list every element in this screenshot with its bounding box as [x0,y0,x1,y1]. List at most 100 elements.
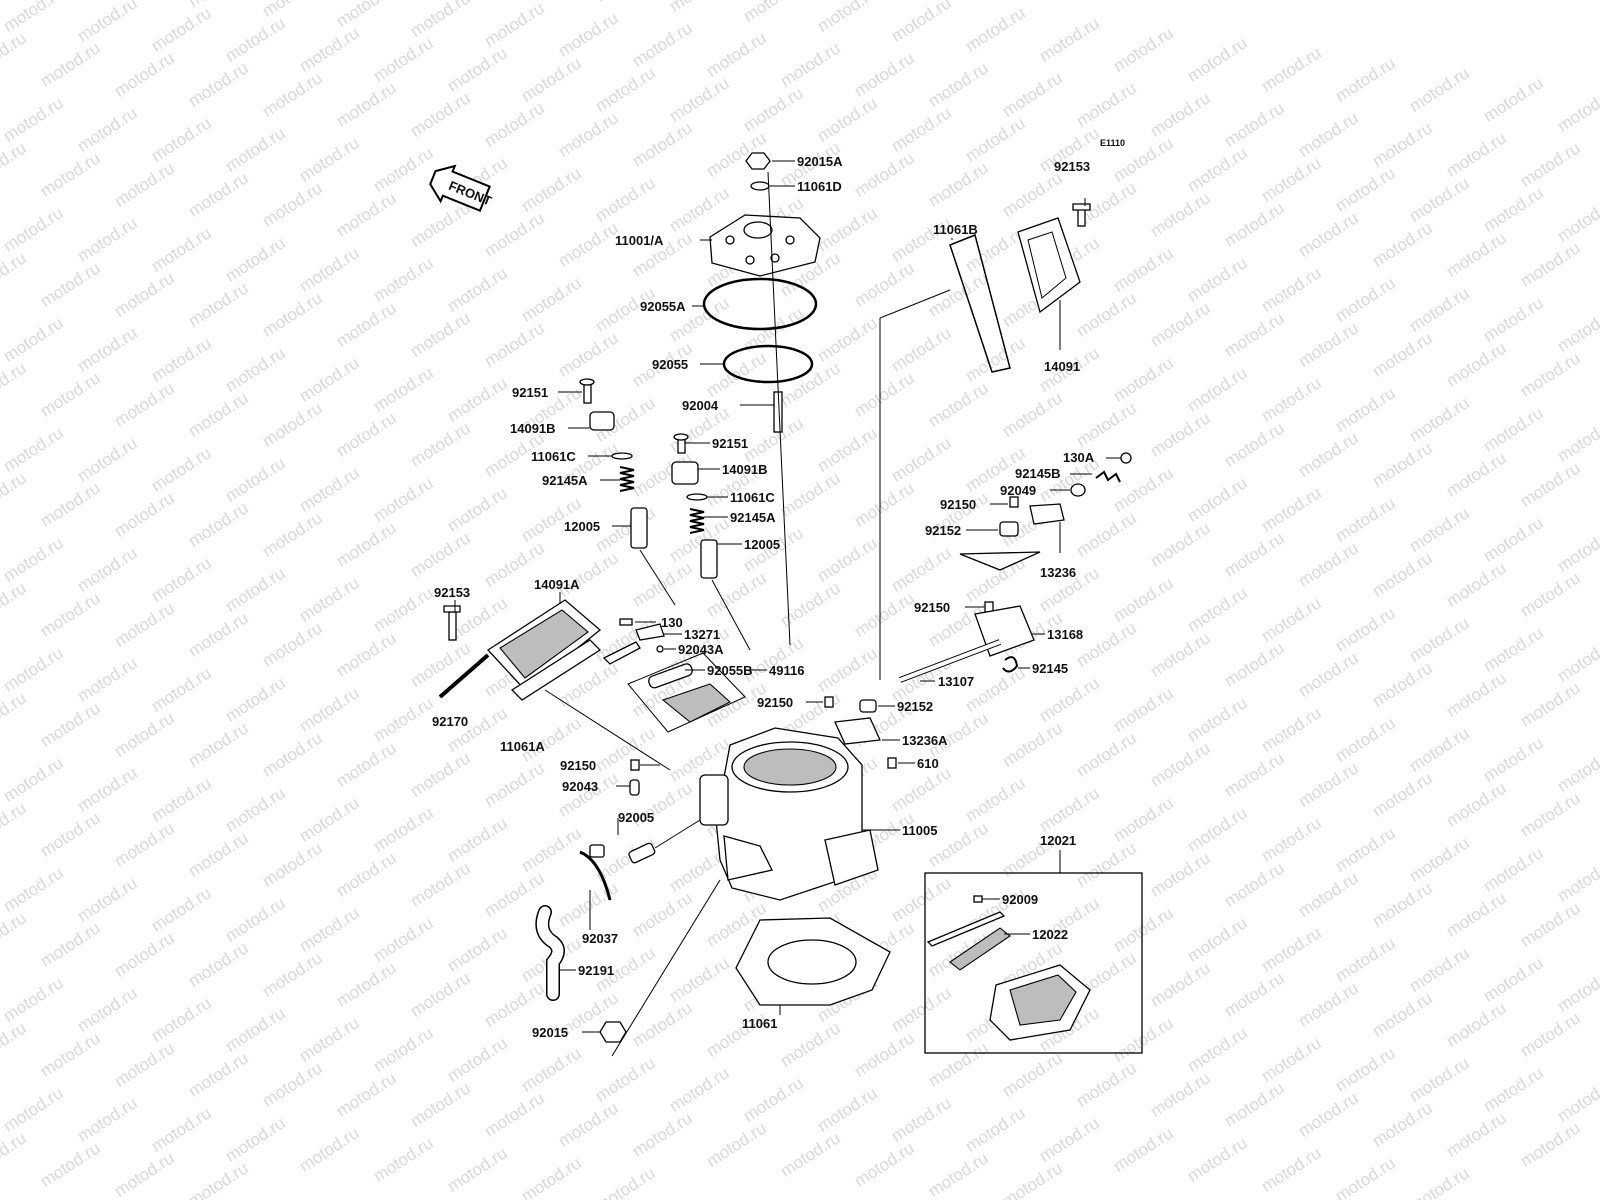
label-92152-lower: 92152 [897,699,933,714]
label-92153-right: 92153 [1054,159,1090,174]
cover-14091b-left [589,411,615,431]
label-92055: 92055 [652,357,688,372]
pin-92043a [656,645,664,653]
lever-13271 [635,623,665,641]
front-arrow: FRONT [429,164,494,212]
base-gasket-11061 [735,917,891,1006]
label-92151-right: 92151 [712,436,748,451]
label-11061c-left: 11061C [531,449,576,464]
label-92151-left: 92151 [512,385,548,400]
bolt-130a [1120,452,1132,464]
label-12022: 12022 [1032,927,1068,942]
label-92145a-left: 92145A [542,473,588,488]
label-11005: 11005 [902,823,937,838]
figure-code: E1110 [1100,138,1125,148]
ring-92055b [648,663,693,689]
label-14091: 14091 [1044,359,1080,374]
gasket-11061b [949,233,1011,373]
label-92055a: 92055A [640,299,686,314]
bolt-130 [619,618,633,626]
bolt-92150-upper [1009,496,1019,508]
label-92152-upper: 92152 [925,523,961,538]
piston-group-49116 [627,652,746,733]
hose-92191 [535,905,565,1001]
bolt-92150-left [630,759,640,771]
stopper-12022 [926,911,1006,947]
label-92191: 92191 [578,963,614,978]
exhaust-valve-cover-right [671,433,751,651]
gasket-11061c-left [611,452,633,460]
o-ring-92055 [722,344,814,384]
label-14091b-right: 14091B [722,462,768,477]
reed-petal-12022 [949,927,1011,971]
label-92145: 92145 [1032,661,1068,676]
reed-cover-group [438,599,671,771]
label-130: 130 [661,615,683,630]
label-92150-mid: 92150 [914,600,950,615]
collar-92152-lower [859,699,877,713]
label-11001a: 11001/A [615,233,664,248]
label-13107: 13107 [938,674,974,689]
spring-92145a-right [689,508,705,534]
label-92037: 92037 [582,931,618,946]
label-92055b: 92055B [707,663,753,678]
label-92150-lower: 92150 [757,695,793,710]
bracket-13271 [602,641,641,665]
o-ring-92055a [702,277,818,331]
label-14091a: 14091A [534,577,580,592]
cover-14091b-right [671,461,699,485]
label-13168: 13168 [1047,627,1083,642]
power-valve-shaft-group [824,452,1132,769]
label-92009: 92009 [1002,892,1038,907]
label-92150-upper: 92150 [940,497,976,512]
label-14091b-left: 14091B [510,421,556,436]
label-92015: 92015 [532,1025,568,1040]
spring-92145a-left [619,466,635,492]
reed-block [989,964,1091,1041]
label-92145b: 92145B [1015,466,1061,481]
label-92153-left: 92153 [434,585,470,600]
bolt-92153-right [1077,207,1086,227]
lever-13236 [1029,503,1065,525]
label-92043: 92043 [562,779,598,794]
lever-13236a [834,717,881,745]
nut-92015a [745,152,771,170]
label-13236a: 13236A [902,733,948,748]
washer-11061d [750,181,770,191]
label-92049: 92049 [1000,483,1036,498]
seal-92049 [1070,483,1086,497]
label-13271: 13271 [684,627,720,642]
screw-92009 [973,895,983,903]
bolt-92150-lower [824,696,834,708]
label-12005-left: 12005 [564,519,600,534]
label-13236: 13236 [1040,565,1076,580]
intake-port [824,829,879,886]
gasket-11061c-right [686,493,708,501]
piston-49116 [661,683,731,723]
label-11061b: 11061B [933,222,978,237]
pin-610 [887,757,897,769]
label-92145a-right: 92145A [730,510,776,525]
label-12021: 12021 [1040,833,1076,848]
label-49116: 49116 [769,663,804,678]
label-12005-right: 12005 [744,537,780,552]
label-92170: 92170 [432,714,468,729]
label-130a: 130A [1063,450,1095,465]
fitting-92005 [628,819,701,864]
sleeve-12005-left [630,507,648,549]
label-610: 610 [917,756,939,771]
hose-92037 [579,844,612,901]
label-92005: 92005 [618,810,654,825]
reed-valve-assembly-12021 [924,850,1143,1054]
part-labels: 92015A 11061D 11001/A 92055A 92055 92004… [432,154,1095,1040]
spring-92145b [1095,470,1121,483]
bolt-92151-left [583,382,592,404]
sleeve-12005-right [700,539,718,579]
rod-92170 [438,653,490,699]
cover-14091a [486,599,602,691]
collar-92152-upper [999,521,1019,537]
label-92015a: 92015A [797,154,843,169]
label-11061c-right: 11061C [730,490,775,505]
cylinder-11005 [699,727,900,901]
